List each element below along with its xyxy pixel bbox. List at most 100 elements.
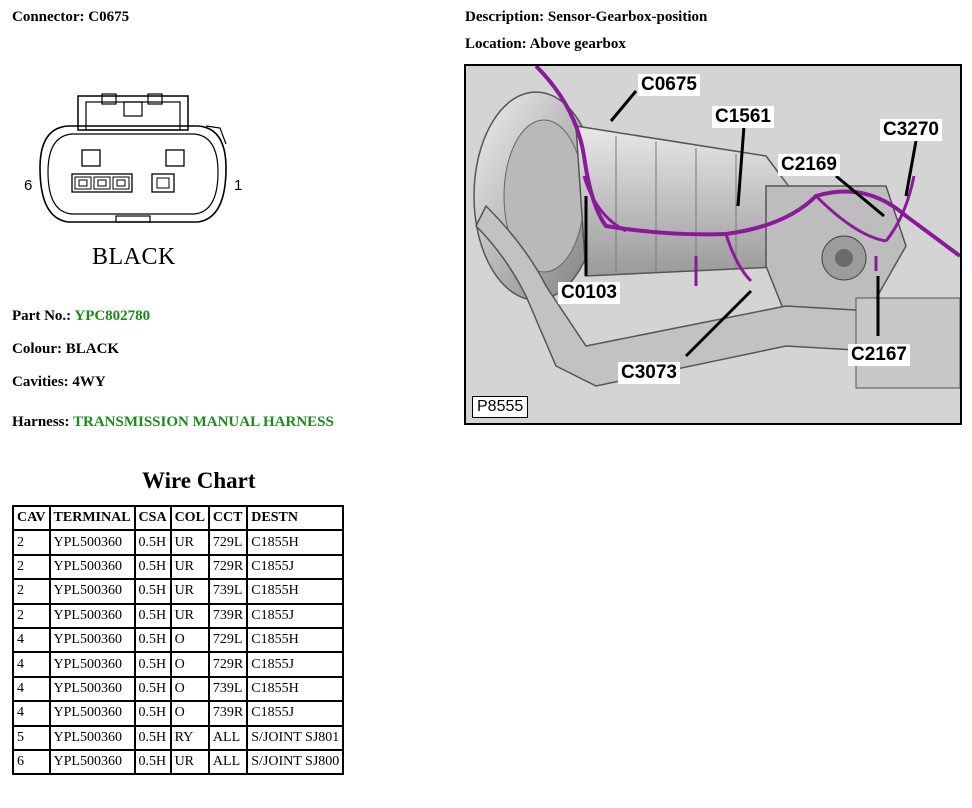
table-cell: C1855H [246, 529, 345, 556]
table-cell: O [169, 651, 210, 678]
table-cell: 729R [207, 553, 249, 581]
location-label: Location: Above gearbox [465, 36, 626, 52]
column-header: CSA [133, 504, 172, 532]
table-cell: 0.5H [133, 651, 172, 678]
cavities-label: Cavities: 4WY [12, 374, 106, 390]
pin-number-right: 1 [234, 177, 243, 194]
table-cell: S/JOINT SJ801 [246, 724, 345, 751]
table-cell: 729L [207, 529, 249, 556]
table-cell: 0.5H [133, 724, 172, 751]
table-cell: 0.5H [133, 553, 172, 581]
table-cell: 0.5H [133, 748, 172, 776]
column-header: CAV [12, 504, 51, 532]
callout-c2167: C2167 [848, 344, 910, 366]
description-label: Description: Sensor-Gearbox-position [465, 9, 708, 25]
table-cell: YPL500360 [48, 553, 136, 581]
location-photo: C0675 C1561 C3270 C2169 C0103 C3073 C216… [464, 64, 962, 425]
table-cell: 6 [12, 748, 51, 776]
table-cell: S/JOINT SJ800 [246, 748, 345, 776]
table-cell: O [169, 626, 210, 654]
table-cell: C1855J [246, 700, 345, 727]
table-cell: UR [169, 553, 210, 581]
table-cell: 739R [207, 700, 249, 727]
connector-label: Connector: C0675 [12, 9, 130, 25]
table-cell: YPL500360 [48, 626, 136, 654]
harness-link[interactable]: TRANSMISSION MANUAL HARNESS [72, 414, 334, 430]
callout-c0103: C0103 [558, 282, 620, 304]
part-number-label: Part No.: [12, 308, 72, 324]
table-cell: C1855J [246, 553, 345, 581]
table-cell: YPL500360 [48, 675, 136, 703]
table-cell: ALL [207, 748, 249, 776]
callout-c3073: C3073 [618, 362, 680, 384]
table-cell: UR [169, 602, 210, 629]
connector-color-caption: BLACK [92, 244, 176, 270]
column-header: TERMINAL [48, 504, 136, 532]
harness-label: Harness: [12, 414, 70, 430]
table-cell: 2 [12, 578, 51, 605]
table-cell: 2 [12, 602, 51, 629]
table-cell: YPL500360 [48, 651, 136, 678]
table-cell: 0.5H [133, 602, 172, 629]
table-cell: 729R [207, 651, 249, 678]
callout-c1561: C1561 [712, 106, 774, 128]
table-cell: 0.5H [133, 626, 172, 654]
table-cell: 4 [12, 651, 51, 678]
table-cell: 4 [12, 626, 51, 654]
table-cell: 4 [12, 675, 51, 703]
callout-c0675: C0675 [638, 74, 700, 96]
pin-number-left: 6 [24, 177, 33, 194]
table-cell: UR [169, 578, 210, 605]
table-cell: C1855H [246, 626, 345, 654]
callout-c3270: C3270 [880, 119, 942, 141]
table-cell: 0.5H [133, 529, 172, 556]
table-cell: 729L [207, 626, 249, 654]
table-cell: 2 [12, 553, 51, 581]
table-cell: 4 [12, 700, 51, 727]
table-cell: 0.5H [133, 578, 172, 605]
table-cell: C1855H [246, 675, 345, 703]
table-cell: 0.5H [133, 675, 172, 703]
table-cell: O [169, 675, 210, 703]
table-cell: 0.5H [133, 700, 172, 727]
table-cell: 739R [207, 602, 249, 629]
table-cell: UR [169, 748, 210, 776]
part-number-row: Part No.: YPC802780 [12, 308, 150, 325]
column-header: COL [169, 504, 210, 532]
table-cell: YPL500360 [48, 700, 136, 727]
table-cell: YPL500360 [48, 529, 136, 556]
harness-row: Harness: TRANSMISSION MANUAL HARNESS [12, 414, 334, 431]
table-cell: 2 [12, 529, 51, 556]
table-cell: C1855J [246, 602, 345, 629]
table-cell: C1855H [246, 578, 345, 605]
part-number-link[interactable]: YPC802780 [74, 308, 151, 324]
table-cell: YPL500360 [48, 748, 136, 776]
table-cell: O [169, 700, 210, 727]
table-cell: UR [169, 529, 210, 556]
connector-face-diagram [39, 93, 227, 223]
table-cell: 5 [12, 724, 51, 751]
table-cell: 739L [207, 675, 249, 703]
table-cell: YPL500360 [48, 578, 136, 605]
table-cell: C1855J [246, 651, 345, 678]
table-cell: 739L [207, 578, 249, 605]
colour-label: Colour: BLACK [12, 341, 120, 357]
table-cell: RY [169, 724, 210, 751]
table-cell: YPL500360 [48, 602, 136, 629]
column-header: CCT [207, 504, 249, 532]
figure-id: P8555 [472, 396, 529, 418]
wire-chart-title: Wire Chart [142, 468, 256, 493]
callout-c2169: C2169 [778, 154, 840, 176]
table-cell: ALL [207, 724, 249, 751]
